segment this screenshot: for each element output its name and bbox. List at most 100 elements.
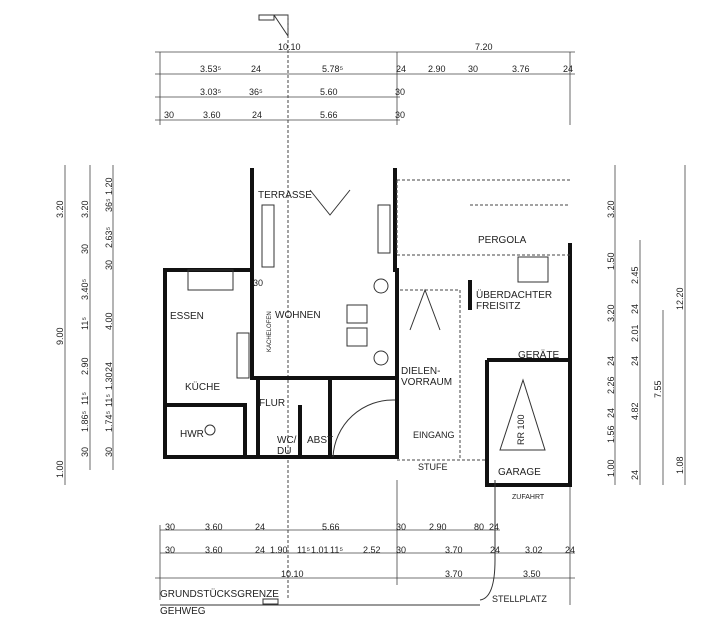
label-flur: FLUR bbox=[259, 398, 285, 409]
dim-text: 24 bbox=[255, 522, 265, 532]
dim-text: 24 bbox=[251, 64, 261, 74]
dim-text: 4.00 bbox=[104, 312, 114, 330]
label-dim-30: 30 bbox=[253, 278, 263, 288]
dim-text: 24 bbox=[630, 470, 640, 480]
dim-text: 36⁵ bbox=[104, 198, 114, 212]
label-wc-2: DU bbox=[277, 446, 291, 457]
dim-text: 2.52 bbox=[363, 545, 381, 555]
label-eingang: EINGANG bbox=[413, 430, 455, 440]
dim-text: 3.03⁵ bbox=[200, 87, 222, 97]
dim-text: 7.20 bbox=[475, 42, 493, 52]
label-gehweg: GEHWEG bbox=[160, 606, 206, 617]
dimension-texts: 10.10 7.20 3.53⁵ 24 5.78⁵ 24 2.90 30 3.7… bbox=[55, 42, 685, 579]
dim-text: 11⁵ bbox=[297, 545, 310, 555]
label-freisitz-2: FREISITZ bbox=[476, 301, 520, 312]
furniture bbox=[160, 189, 549, 606]
dim-text: 3.20 bbox=[606, 200, 616, 218]
label-garage: GARAGE bbox=[498, 467, 541, 478]
dim-text: 1.30 bbox=[104, 372, 114, 390]
dim-text: 24 bbox=[565, 545, 575, 555]
dim-text: 3.02 bbox=[525, 545, 543, 555]
dim-text: 24 bbox=[252, 110, 262, 120]
label-pergola: PERGOLA bbox=[478, 235, 527, 246]
dim-text: 2.90 bbox=[80, 357, 90, 375]
dim-text: 24 bbox=[630, 356, 640, 366]
label-stufe: STUFE bbox=[418, 462, 448, 472]
dim-text: 24 bbox=[563, 64, 573, 74]
dim-text: 24 bbox=[396, 64, 406, 74]
dim-text: 1.86⁵ bbox=[80, 410, 90, 432]
label-kueche: KÜCHE bbox=[185, 381, 220, 393]
dim-text: 24 bbox=[255, 545, 265, 555]
dim-text: 5.66 bbox=[322, 522, 340, 532]
dim-text: 30 bbox=[164, 110, 174, 120]
dim-text: 36⁵ bbox=[249, 87, 263, 97]
dim-text: 1.01 bbox=[311, 545, 329, 555]
dim-text: 3.40⁵ bbox=[80, 278, 90, 300]
dim-text: 1.74⁵ bbox=[104, 410, 114, 432]
dim-text: 10.10 bbox=[281, 569, 304, 579]
dim-text: 30 bbox=[396, 545, 406, 555]
dim-text: 24 bbox=[489, 522, 499, 532]
dim-text: 24 bbox=[490, 545, 500, 555]
dim-text: 5.66 bbox=[320, 110, 338, 120]
dim-text: 3.20 bbox=[55, 200, 65, 218]
label-dielen-2: VORRAUM bbox=[401, 377, 452, 388]
pergola-outline bbox=[396, 179, 570, 461]
dim-text: 11⁵ bbox=[80, 392, 90, 405]
dim-text: 11⁵ bbox=[80, 317, 90, 330]
dim-text: 30 bbox=[395, 87, 405, 97]
walls bbox=[163, 168, 572, 487]
section-marker-icon bbox=[258, 14, 289, 600]
dim-text: 24 bbox=[104, 362, 114, 372]
dim-text: 2.90 bbox=[429, 522, 447, 532]
dim-text: 12.20 bbox=[675, 287, 685, 310]
dim-text: 3.70 bbox=[445, 545, 463, 555]
label-dielen-1: DIELEN- bbox=[401, 366, 440, 377]
dim-text: 2.63⁵ bbox=[104, 226, 114, 248]
dim-text: 1.20 bbox=[104, 177, 114, 195]
label-terrasse: TERRASSE bbox=[258, 190, 312, 201]
dim-text: 24 bbox=[606, 408, 616, 418]
dim-text: 1.00 bbox=[606, 459, 616, 477]
dim-text: 7.55 bbox=[653, 380, 663, 398]
dim-text: 4.82 bbox=[630, 402, 640, 420]
dimension-lines bbox=[64, 51, 686, 605]
label-car: RR 100 bbox=[516, 414, 526, 445]
label-stellplatz: STELLPLATZ bbox=[492, 594, 547, 604]
label-essen: ESSEN bbox=[170, 311, 204, 322]
dim-text: 30 bbox=[165, 545, 175, 555]
dim-text: 1.08 bbox=[675, 456, 685, 474]
dim-text: 2.45 bbox=[630, 266, 640, 284]
dim-text: 5.60 bbox=[320, 87, 338, 97]
dim-text: 3.60 bbox=[205, 545, 223, 555]
dim-text: 30 bbox=[165, 522, 175, 532]
label-zufahrt: ZUFAHRT bbox=[512, 494, 545, 501]
label-grenze: GRUNDSTÜCKSGRENZE bbox=[160, 588, 279, 600]
dim-text: 3.60 bbox=[203, 110, 221, 120]
dim-text: 30 bbox=[395, 110, 405, 120]
dim-text: 2.26 bbox=[606, 376, 616, 394]
dim-text: 2.01 bbox=[630, 324, 640, 342]
dim-text: 80 bbox=[474, 522, 484, 532]
dim-text: 3.60 bbox=[205, 522, 223, 532]
dim-text: 24 bbox=[606, 356, 616, 366]
dim-text: 3.76 bbox=[512, 64, 530, 74]
dim-text: 24 bbox=[630, 304, 640, 314]
label-hwr: HWR bbox=[180, 429, 204, 440]
dim-text: 11⁵ bbox=[104, 394, 114, 407]
room-labels: TERRASSE PERGOLA ESSEN WOHNEN KACHELOFEN… bbox=[160, 190, 559, 617]
dim-text: 30 bbox=[104, 260, 114, 270]
dim-text: 30 bbox=[104, 447, 114, 457]
dim-text: 1.00 bbox=[55, 460, 65, 478]
dim-text: 10.10 bbox=[278, 42, 301, 52]
dim-text: 3.50 bbox=[523, 569, 541, 579]
dim-text: 30 bbox=[468, 64, 478, 74]
label-geraete: GERÄTE bbox=[518, 349, 559, 361]
dim-text: 3.53⁵ bbox=[200, 64, 222, 74]
label-wc-1: WC/ bbox=[277, 435, 297, 446]
label-kachelofen: KACHELOFEN bbox=[267, 311, 273, 352]
dim-text: 1.56 bbox=[606, 425, 616, 443]
dim-text: 9.00 bbox=[55, 327, 65, 345]
